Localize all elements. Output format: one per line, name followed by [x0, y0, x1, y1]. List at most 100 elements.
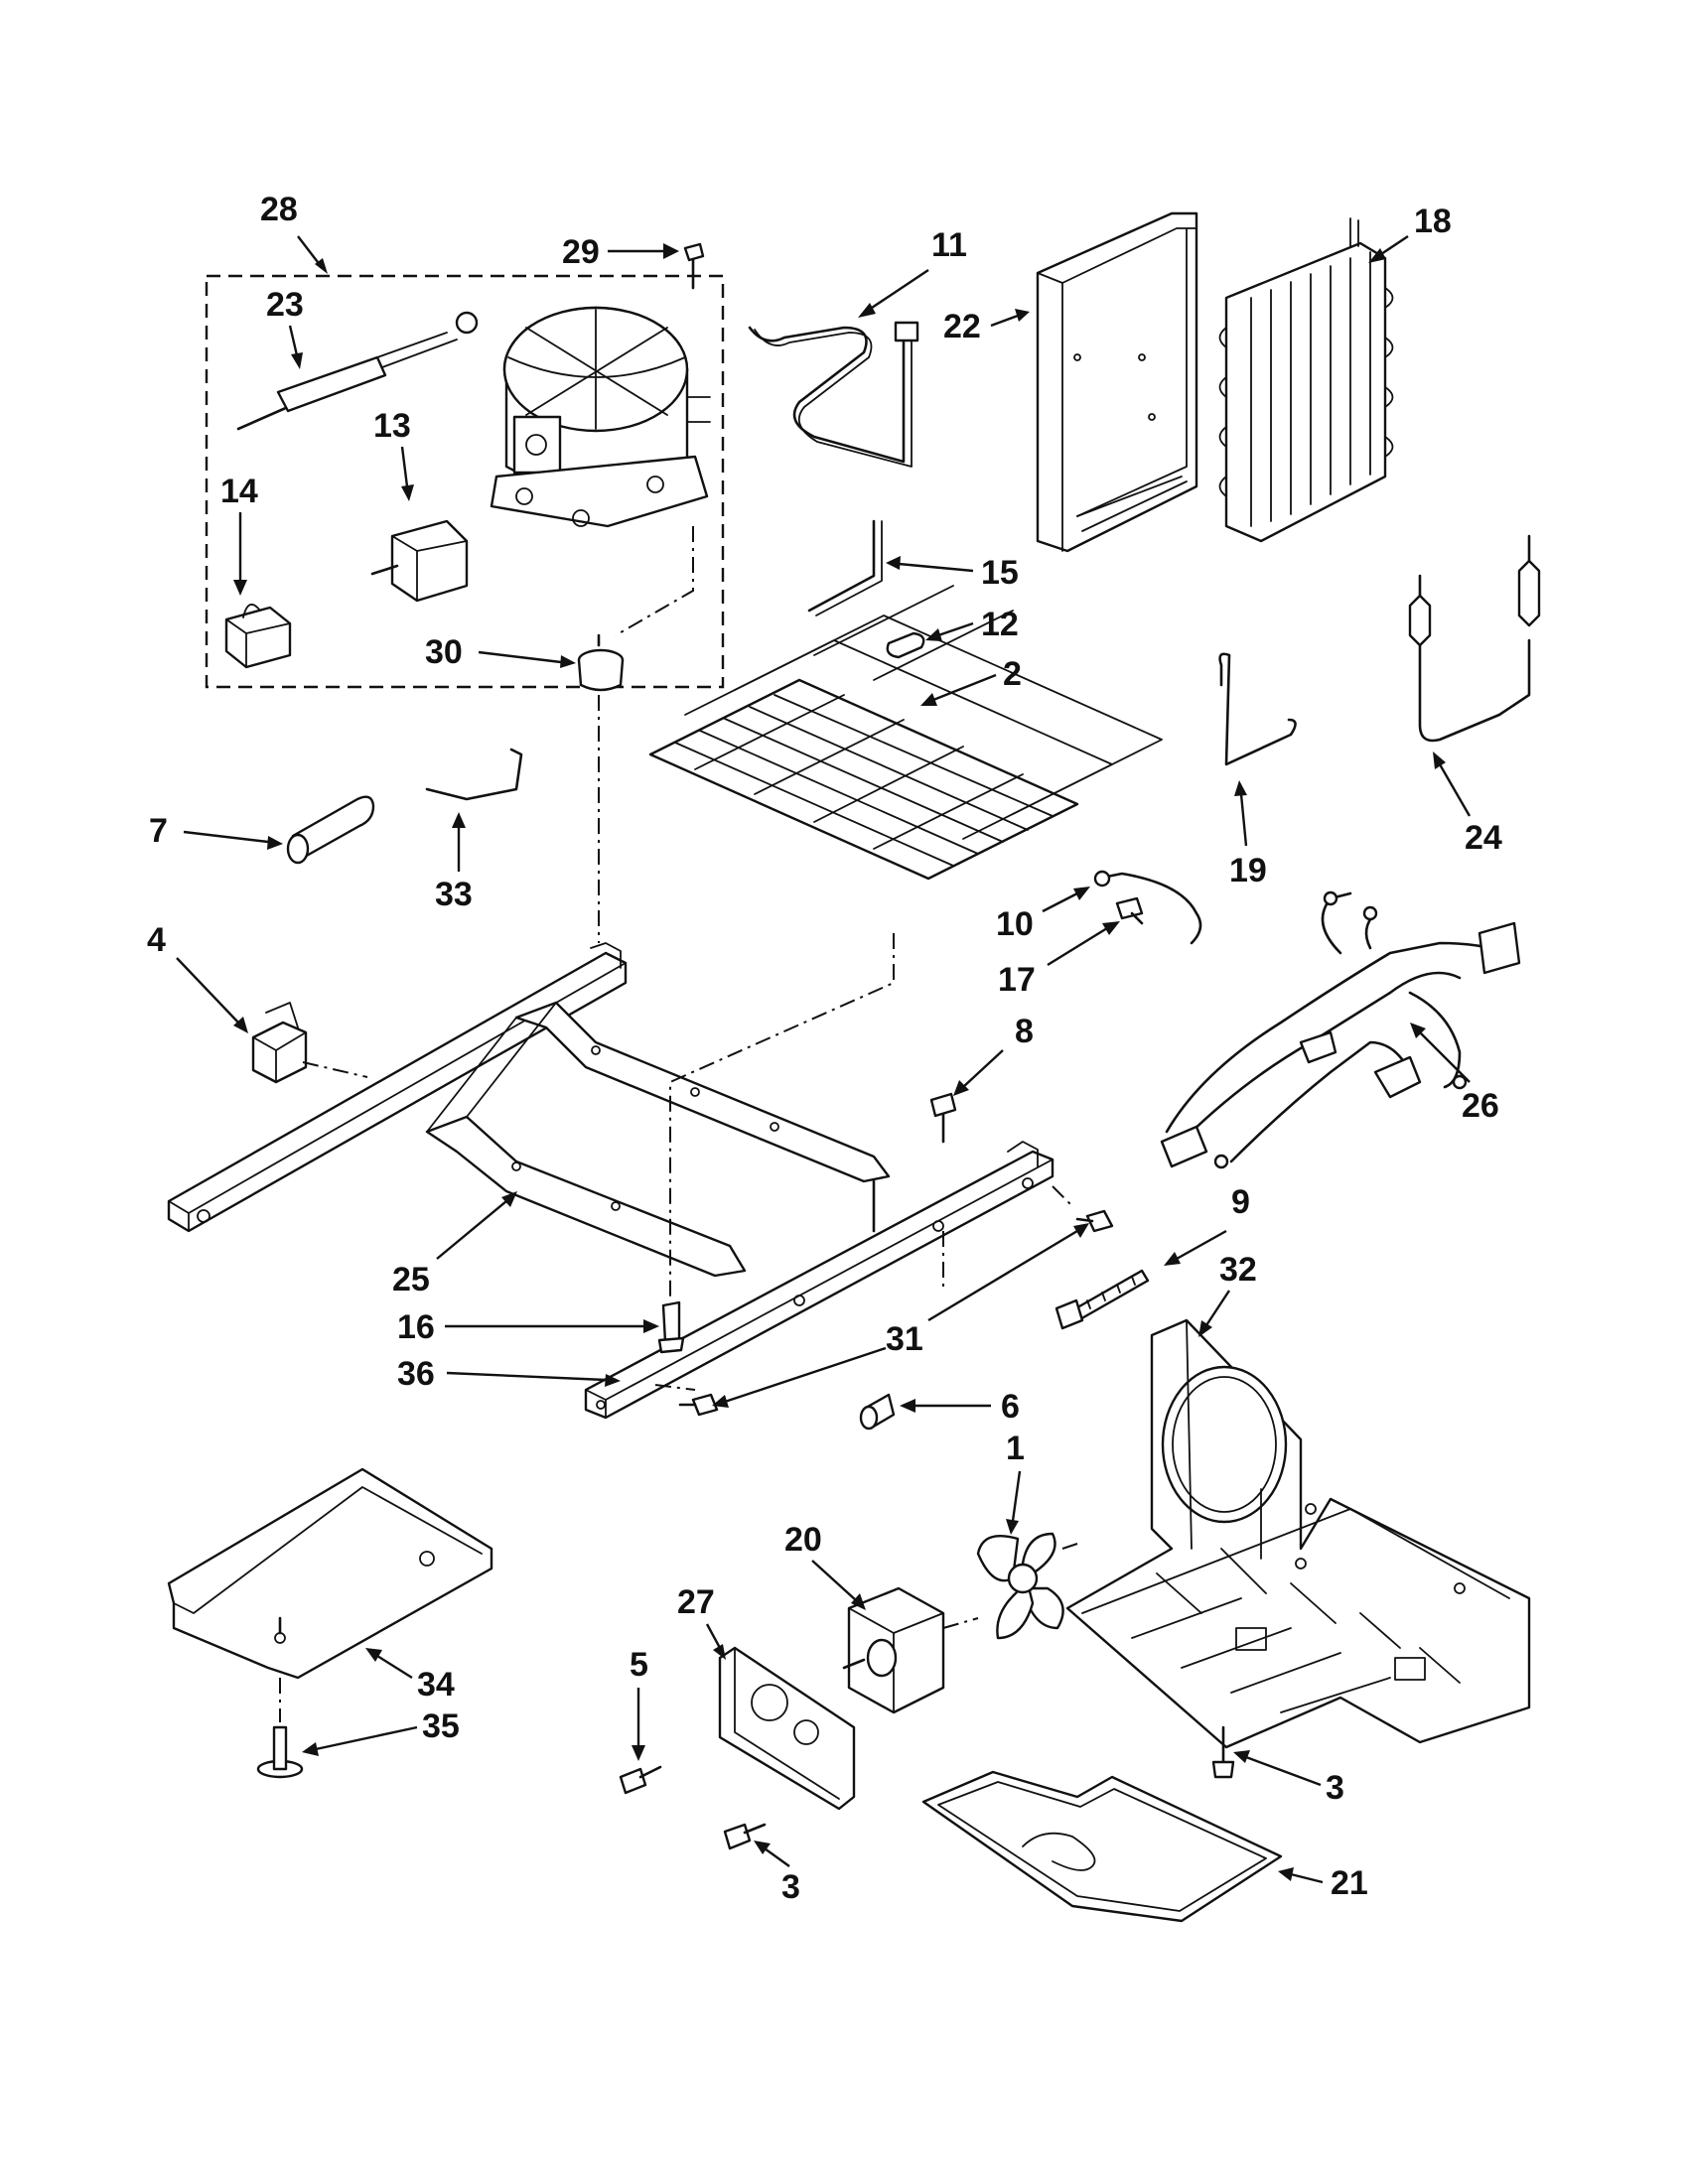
screw-5 — [619, 1765, 662, 1795]
callout-35-label: 35 — [422, 1707, 460, 1745]
callout-19: 19 — [1229, 780, 1267, 889]
callout-20-label: 20 — [784, 1521, 822, 1559]
callout-34: 34 — [365, 1648, 455, 1704]
condenser-coil — [1218, 217, 1394, 543]
callout-15: 15 — [886, 554, 1019, 592]
callout-19-label: 19 — [1229, 852, 1267, 889]
callout-21-label: 21 — [1331, 1864, 1368, 1902]
motor-bracket — [718, 1646, 856, 1811]
callout-4-label: 4 — [147, 921, 166, 959]
grommet-30 — [577, 633, 625, 692]
callout-23: 23 — [266, 286, 304, 369]
compressor — [490, 306, 711, 528]
callout-3-right-label: 3 — [1326, 1769, 1344, 1807]
callout-11-label: 11 — [931, 226, 967, 264]
callout-23-label: 23 — [266, 286, 304, 324]
callout-30: 30 — [425, 633, 576, 671]
callout-9: 9 — [1164, 1183, 1250, 1266]
compressor-assembly-box — [205, 274, 725, 689]
base-frame — [167, 942, 891, 1278]
callout-13-label: 13 — [373, 407, 411, 445]
callout-31: 31 — [712, 1223, 1089, 1408]
callout-26-label: 26 — [1462, 1087, 1499, 1125]
callout-8: 8 — [953, 1013, 1034, 1096]
screw-16 — [657, 1300, 685, 1354]
callout-3-left-label: 3 — [781, 1868, 800, 1906]
bracket-4 — [251, 1002, 308, 1084]
callout-16-label: 16 — [397, 1308, 435, 1346]
overload-protector — [224, 604, 292, 669]
callout-17: 17 — [998, 921, 1120, 999]
callout-32-label: 32 — [1219, 1251, 1257, 1289]
callout-15-label: 15 — [981, 554, 1019, 592]
cover-panel-34 — [167, 1467, 493, 1722]
callout-1: 1 — [1006, 1430, 1025, 1535]
callout-18: 18 — [1368, 203, 1452, 263]
screw-8 — [929, 1092, 957, 1144]
callout-6-label: 6 — [1001, 1388, 1020, 1426]
callout-32: 32 — [1198, 1251, 1257, 1337]
callout-29: 29 — [562, 233, 679, 271]
callout-31-label: 31 — [886, 1320, 923, 1358]
callout-17-label: 17 — [998, 961, 1036, 999]
callout-24: 24 — [1433, 751, 1502, 857]
callout-2: 2 — [920, 655, 1022, 706]
callout-5: 5 — [630, 1646, 648, 1761]
callout-22-label: 22 — [943, 308, 981, 345]
fan-motor — [842, 1586, 979, 1714]
wire-bracket-19 — [1218, 652, 1297, 766]
clip-10 — [1093, 870, 1202, 945]
screw-3a — [723, 1823, 767, 1850]
screw-31a — [1075, 1209, 1114, 1233]
clip-12 — [886, 631, 925, 659]
callout-12-label: 12 — [981, 606, 1019, 643]
drain-pan — [921, 1770, 1283, 1923]
callout-28: 28 — [260, 191, 328, 274]
callout-8-label: 8 — [1015, 1013, 1034, 1050]
callout-27: 27 — [677, 1583, 726, 1660]
callout-14-label: 14 — [220, 473, 258, 510]
callout-22: 22 — [943, 308, 1030, 345]
filter-drier — [236, 311, 479, 431]
callout-30-label: 30 — [425, 633, 463, 671]
callout-3-right: 3 — [1233, 1750, 1344, 1807]
callout-24-label: 24 — [1465, 819, 1502, 857]
discharge-tube — [748, 321, 919, 468]
callout-2-label: 2 — [1003, 655, 1022, 693]
callout-33-label: 33 — [435, 876, 473, 913]
start-relay — [370, 519, 469, 603]
callout-21: 21 — [1278, 1864, 1368, 1902]
push-pin-35 — [256, 1725, 304, 1779]
insulation-tube — [286, 795, 375, 865]
wire-hook-33 — [425, 748, 523, 801]
callout-33: 33 — [435, 812, 473, 913]
callout-11: 11 — [858, 226, 967, 318]
coil-assembly — [648, 585, 1163, 881]
callout-7: 7 — [149, 812, 283, 850]
callout-13: 13 — [373, 407, 414, 501]
callout-27-label: 27 — [677, 1583, 715, 1621]
callout-28-label: 28 — [260, 191, 298, 228]
callout-29-label: 29 — [562, 233, 600, 271]
grommet-6 — [859, 1393, 896, 1431]
callout-16: 16 — [397, 1308, 659, 1346]
cable-tie — [1055, 1269, 1150, 1330]
callout-25-label: 25 — [392, 1261, 430, 1298]
callout-9-label: 9 — [1231, 1183, 1250, 1221]
tube-15 — [807, 519, 883, 616]
condenser-shroud — [1036, 211, 1198, 553]
callout-7-label: 7 — [149, 812, 168, 850]
callout-36: 36 — [397, 1355, 621, 1393]
tube-drier-24 — [1408, 534, 1541, 743]
callout-3-left: 3 — [754, 1841, 800, 1906]
callout-35: 35 — [302, 1707, 460, 1756]
screw-17 — [1115, 896, 1144, 925]
front-rail — [584, 1141, 1055, 1420]
callout-14: 14 — [220, 473, 258, 596]
callout-1-label: 1 — [1006, 1430, 1025, 1467]
callout-12: 12 — [925, 606, 1019, 643]
wire-harness — [1160, 890, 1521, 1169]
callout-18-label: 18 — [1414, 203, 1452, 240]
callout-20: 20 — [784, 1521, 866, 1610]
